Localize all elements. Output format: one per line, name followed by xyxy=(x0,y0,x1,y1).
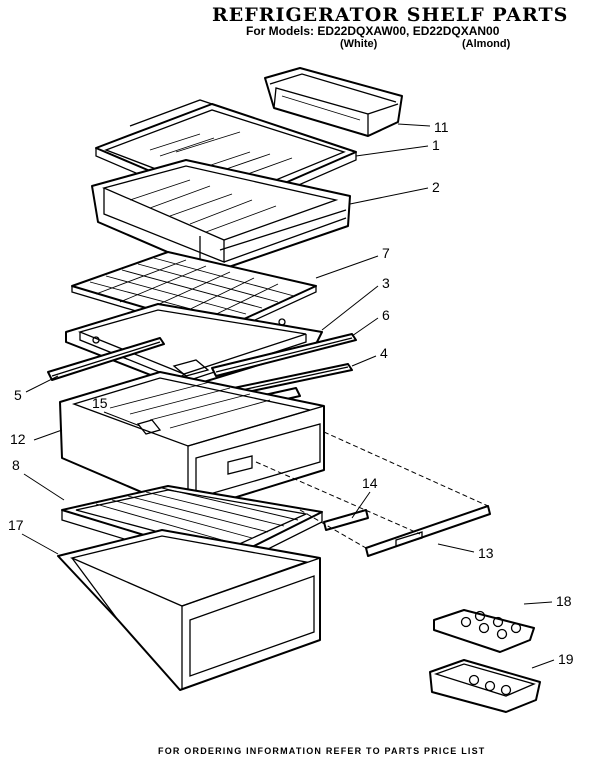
part-19-egg-bin xyxy=(429,659,541,713)
callout-11: 11 xyxy=(434,119,449,135)
part-3-shelf-frame xyxy=(65,303,323,389)
callout-2: 2 xyxy=(432,179,440,195)
part-17-lower-pan xyxy=(57,529,321,691)
callout-3: 3 xyxy=(382,275,390,291)
part-13-trim xyxy=(365,505,491,557)
alignment-guides xyxy=(255,431,489,549)
callout-5: 5 xyxy=(14,387,22,403)
page-title: REFRIGERATOR SHELF PARTS xyxy=(212,4,569,26)
variant-white: (White) xyxy=(340,38,378,50)
callout-8: 8 xyxy=(12,457,20,473)
callout-1: 1 xyxy=(432,137,440,153)
part-14-bracket xyxy=(323,509,369,531)
ordering-footer: FOR ORDERING INFORMATION REFER TO PARTS … xyxy=(158,746,486,756)
callout-12: 12 xyxy=(10,431,26,447)
part-6-slide-rail xyxy=(211,333,357,377)
leader-lines xyxy=(21,123,555,669)
callout-13: 13 xyxy=(478,545,494,561)
callout-4: 4 xyxy=(380,345,388,361)
variant-almond: (Almond) xyxy=(462,38,511,50)
callout-14: 14 xyxy=(362,475,378,491)
part-11-utility-bin xyxy=(264,67,403,137)
callout-19: 19 xyxy=(558,651,574,667)
callout-15: 15 xyxy=(92,395,108,411)
callout-18: 18 xyxy=(556,593,572,609)
models-line: For Models: ED22DQXAW00, ED22DQXAN00 xyxy=(246,24,500,38)
part-18-egg-tray xyxy=(433,609,535,653)
callout-6: 6 xyxy=(382,307,390,323)
part-7-shelf-insert xyxy=(71,251,317,337)
part-5-slide-rail xyxy=(47,337,165,381)
part-2-shelf-frame xyxy=(91,159,351,271)
callout-7: 7 xyxy=(382,245,390,261)
callout-17: 17 xyxy=(8,517,24,533)
callout-labels: 11 1 2 7 3 6 4 5 15 12 8 14 13 17 18 19 xyxy=(8,119,574,667)
